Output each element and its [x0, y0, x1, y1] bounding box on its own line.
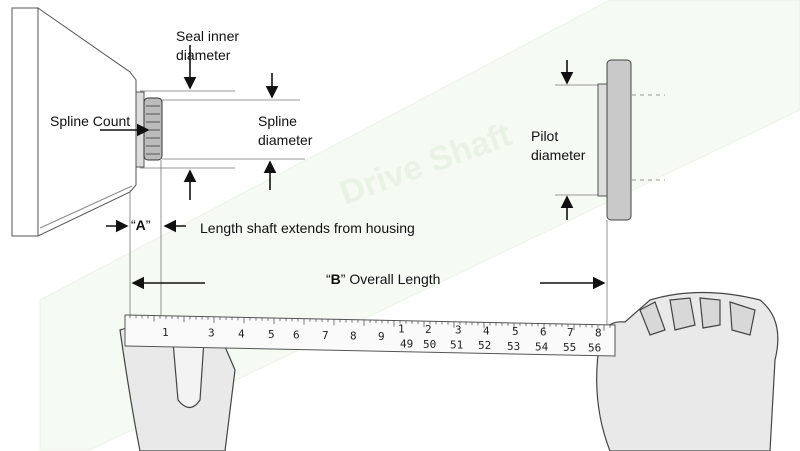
tape-number: 1	[398, 323, 405, 336]
a-open-quote: “	[131, 217, 136, 233]
b-description: Overall Length	[345, 271, 441, 287]
tape-number: 4	[483, 324, 490, 337]
b-dimension-label: “B” Overall Length	[326, 270, 440, 289]
tape-number-bottom: 49	[400, 338, 413, 351]
tape-number: 3	[208, 327, 215, 340]
pilot-diameter-label: Pilot	[531, 128, 559, 144]
tape-number-bottom: 52	[478, 339, 491, 352]
tape-number-bottom: 56	[588, 341, 601, 354]
b-close-quote: ”	[340, 271, 346, 287]
a-description: Length shaft extends from housing	[200, 220, 415, 236]
b-open-quote: “	[326, 271, 331, 287]
tape-number: 5	[512, 325, 519, 338]
a-dimension-label: “A”	[131, 216, 150, 235]
spline-count-label: Spline Count	[50, 113, 131, 129]
tape-number-bottom: 53	[507, 340, 520, 353]
dimension-lines	[129, 84, 665, 332]
tape-number: 6	[293, 328, 300, 341]
tape-number-bottom: 51	[450, 339, 463, 352]
tape-number: 7	[567, 326, 574, 339]
tape-number-bottom: 55	[563, 341, 576, 354]
tape-number: 6	[540, 325, 547, 338]
pinion-flange	[597, 59, 632, 221]
right-hand	[596, 291, 779, 451]
a-close-quote: ”	[145, 217, 151, 233]
tape-number: 1	[162, 326, 169, 339]
tape-number: 3	[455, 324, 462, 337]
tape-number: 7	[322, 329, 329, 342]
pilot-diameter-label-2: diameter	[531, 147, 586, 163]
tape-number: 2	[425, 323, 432, 336]
tape-number-bottom: 50	[423, 338, 436, 351]
seal-inner-label-2: diameter	[176, 47, 231, 63]
tape-number-bottom: 54	[535, 340, 549, 353]
b-letter: B	[330, 271, 341, 287]
tape-number: 4	[238, 327, 245, 340]
spline-diameter-label-2: diameter	[258, 132, 313, 148]
tape-number: 9	[378, 330, 385, 343]
tape-number: 5	[268, 328, 275, 341]
a-letter: A	[135, 217, 146, 233]
tape-number: 8	[350, 330, 357, 343]
seal-inner-label: Seal inner	[176, 28, 240, 44]
tape-number: 8	[595, 327, 602, 340]
spline-diameter-label: Spline	[258, 113, 297, 129]
transmission-housing	[11, 7, 137, 237]
